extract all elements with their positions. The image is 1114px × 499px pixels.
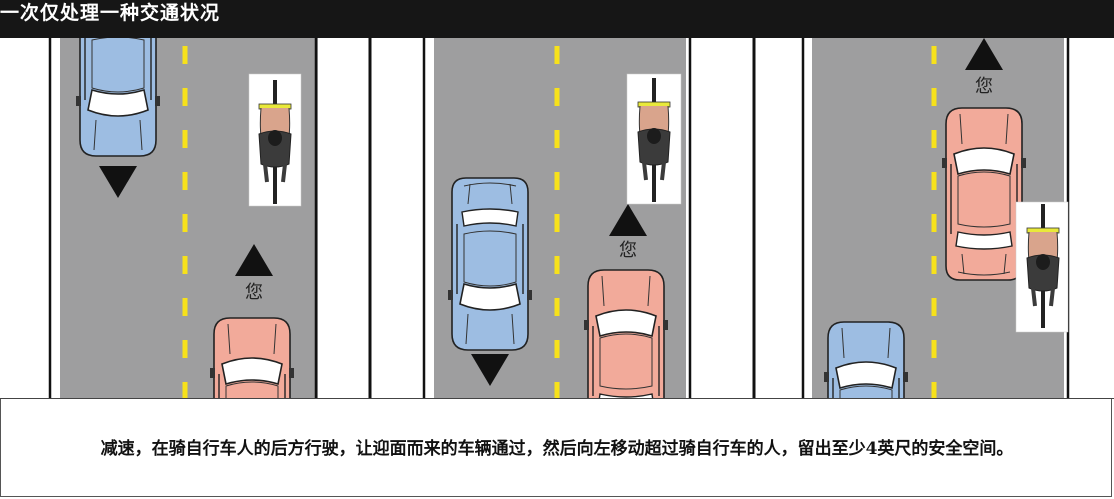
you-label: 您 — [619, 240, 637, 261]
panel-2: 您 — [372, 38, 756, 443]
your-car — [941, 107, 1027, 281]
caption-text: 减速，在骑自行车人的后方行驶，让迎面而来的车辆通过，然后向左移动超过骑自行车的人… — [100, 438, 1014, 459]
oncoming-car — [75, 0, 161, 157]
panel-3: 您 — [756, 38, 1114, 495]
oncoming-car — [447, 177, 533, 351]
your-car — [209, 317, 295, 491]
caption-box: 减速，在骑自行车人的后方行驶，让迎面而来的车辆通过，然后向左移动超过骑自行车的人… — [0, 398, 1114, 498]
your-car — [583, 269, 669, 443]
you-label: 您 — [975, 76, 993, 97]
you-label: 您 — [245, 282, 263, 303]
oncoming-car — [823, 321, 909, 495]
panel-1: 您 — [0, 0, 372, 491]
page-title: 一次仅处理一种交通状况 — [0, 2, 221, 24]
title-bar: 一次仅处理一种交通状况 — [0, 0, 1114, 38]
